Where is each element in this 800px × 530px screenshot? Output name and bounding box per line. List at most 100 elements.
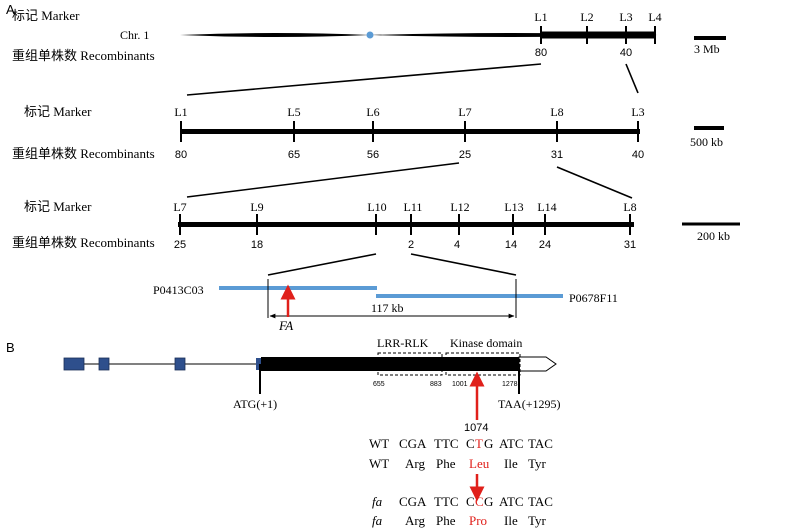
exon-2	[98, 357, 110, 371]
wt-protein-label: WT	[369, 456, 389, 471]
chromosome-arm	[540, 31, 656, 39]
codon: ATC	[499, 436, 524, 451]
codon: TTC	[434, 494, 459, 509]
row2-marker: L5	[287, 105, 300, 119]
row2-recombinant: 25	[459, 149, 471, 161]
clone-bar-p0413c03	[219, 286, 377, 290]
row2-marker: L3	[631, 105, 644, 119]
row3-recombinant: 24	[539, 239, 551, 251]
centromere	[366, 31, 374, 39]
amino-acid: Ile	[504, 513, 518, 528]
row3-marker-label: 标记 Marker	[24, 199, 92, 214]
fa-sequence: fa CGA TTC C C G ATC TAC fa Arg Phe Pro …	[372, 494, 553, 528]
panel-a-label: A	[6, 2, 15, 17]
row1-marker: L1	[534, 10, 547, 24]
clone-label-right: P0678F11	[569, 291, 618, 305]
amino-acid: Tyr	[528, 513, 547, 528]
row2-ticks	[180, 121, 639, 142]
row3-recombinant: 4	[454, 239, 460, 251]
row2-recombinant: 40	[632, 149, 644, 161]
lrr-start: 655	[373, 381, 385, 388]
row2-map-bar	[180, 129, 640, 134]
chromosome-1	[180, 33, 658, 37]
row1-marker: L2	[580, 10, 593, 24]
wt-amino-acid: Leu	[469, 456, 490, 471]
codon-last-base: G	[484, 436, 493, 451]
row2-recombinant: 80	[175, 149, 187, 161]
codon: TAC	[528, 436, 553, 451]
mutation-position: 1074	[464, 422, 488, 434]
row3-marker: L9	[250, 200, 263, 214]
zoom-line-left-1	[186, 63, 542, 96]
zoom-line-left-3	[267, 253, 377, 276]
row1-marker: L4	[648, 10, 661, 24]
row3-marker: L13	[504, 200, 523, 214]
row2-marker: L8	[550, 105, 563, 119]
exon-3	[174, 357, 186, 371]
row3-marker: L11	[404, 200, 423, 214]
amino-acid: Phe	[436, 513, 456, 528]
wt-dna-label: WT	[369, 436, 389, 451]
row3-marker: L14	[537, 200, 556, 214]
wt-sequence: WT CGA TTC C T G ATC TAC WT Arg Phe Leu …	[369, 436, 553, 471]
lrr-domain-box	[377, 352, 443, 376]
amino-acid: Tyr	[528, 456, 547, 471]
row2-recombinant: 65	[288, 149, 300, 161]
panel-b-label: B	[6, 340, 15, 355]
row3-recombinant: 14	[505, 239, 517, 251]
row3-marker: L7	[173, 200, 186, 214]
row1-recombinant: 40	[620, 47, 632, 59]
codon: ATC	[499, 494, 524, 509]
row1-marker: L3	[619, 10, 632, 24]
row2-recombinant: 56	[367, 149, 379, 161]
row3-recombinant: 2	[408, 239, 414, 251]
row1-recombinant: 80	[535, 47, 547, 59]
amino-acid: Arg	[405, 513, 425, 528]
row2-marker: L1	[174, 105, 187, 119]
amino-acid: Phe	[436, 456, 456, 471]
zoom-line-right-1	[625, 63, 639, 94]
row3-marker: L8	[623, 200, 636, 214]
codon-first-base: C	[466, 494, 475, 509]
row1-ticks	[540, 26, 656, 44]
three-prime-utr	[518, 356, 557, 372]
codon-last-base: G	[484, 494, 493, 509]
kinase-start: 1001	[452, 381, 468, 388]
lrr-domain-label: LRR-RLK	[377, 336, 429, 350]
lrr-end: 883	[430, 381, 442, 388]
chromosome-label: Chr. 1	[120, 28, 149, 42]
amino-acid: Ile	[504, 456, 518, 471]
kinase-domain-label: Kinase domain	[450, 336, 522, 350]
kinase-end: 1278	[502, 381, 518, 388]
codon: CGA	[399, 494, 427, 509]
row3-marker: L10	[367, 200, 386, 214]
row2-scale-label: 500 kb	[690, 135, 723, 149]
row3-recombinant: 18	[251, 239, 263, 251]
wt-mutant-base: T	[475, 436, 483, 451]
row3-scale-label: 200 kb	[697, 229, 730, 243]
zoom-line-left-2	[186, 162, 460, 198]
exon-1	[63, 357, 85, 371]
codon: TTC	[434, 436, 459, 451]
amino-acid: Arg	[405, 456, 425, 471]
codon: TAC	[528, 494, 553, 509]
zoom-line-right-2	[556, 166, 633, 199]
row3-map-bar	[178, 222, 634, 227]
codon-first-base: C	[466, 436, 475, 451]
row1-marker-label: 标记 Marker	[12, 8, 80, 23]
codon: CGA	[399, 436, 427, 451]
clone-label-left: P0413C03	[153, 283, 204, 297]
row3-ticks	[179, 214, 631, 235]
coding-exon	[261, 357, 519, 371]
fa-amino-acid: Pro	[469, 513, 487, 528]
row2-marker: L6	[366, 105, 379, 119]
row1-recombinants-label: 重组单株数 Recombinants	[12, 48, 155, 63]
clone-bar-p0678f11	[376, 294, 563, 298]
zoom-line-right-3	[410, 253, 517, 276]
fa-protein-label: fa	[372, 513, 383, 528]
stop-codon-label: TAA(+1295)	[498, 397, 560, 411]
row2-recombinant: 31	[551, 149, 563, 161]
fa-gene-label: FA	[278, 318, 293, 333]
row2-marker-label: 标记 Marker	[24, 104, 92, 119]
